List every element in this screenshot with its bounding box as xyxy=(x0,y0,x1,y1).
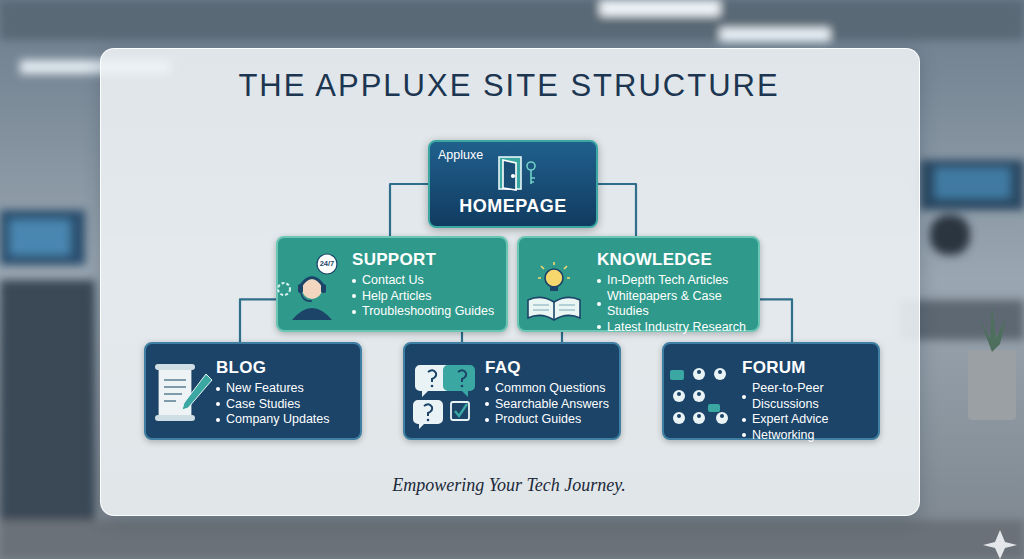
diagram-title: THE APPLUXE SITE STRUCTURE xyxy=(100,68,918,104)
bullet-dot xyxy=(597,279,601,283)
succulent-plant xyxy=(968,306,1016,420)
headset-agent-icon xyxy=(278,254,337,320)
node-heading: SUPPORT xyxy=(352,250,506,270)
bullet-dot xyxy=(742,433,746,437)
bullet-row: New Features xyxy=(216,381,360,397)
bullet-row: Company Updates xyxy=(216,412,360,428)
diagram-caption: Empowering Your Tech Journey. xyxy=(100,475,918,496)
bullet-dot xyxy=(485,387,489,391)
book-lightbulb-icon xyxy=(528,262,580,320)
bullet-row: Searchable Answers xyxy=(485,397,619,413)
node-heading: FAQ xyxy=(485,358,619,378)
node-content: KNOWLEDGE In-Depth Tech ArticlesWhitepape… xyxy=(519,238,758,330)
connector-line xyxy=(760,299,792,342)
section-box: FAQ Common QuestionsSearchable AnswersPro… xyxy=(403,342,621,440)
bullet-text: Case Studies xyxy=(226,397,300,413)
glass-panel xyxy=(100,48,920,516)
bullet-dot xyxy=(742,395,746,399)
bullet-text: In-Depth Tech Articles xyxy=(607,273,728,289)
node-heading: HOMEPAGE xyxy=(430,196,596,217)
bullet-dot xyxy=(742,418,746,422)
bullet-text: New Features xyxy=(226,381,304,397)
bullet-text: Peer-to-Peer Discussions xyxy=(752,381,878,412)
node-content: FORUM Peer-to-Peer DiscussionsExpert Advi… xyxy=(664,344,878,438)
section-box: FORUM Peer-to-Peer DiscussionsExpert Advi… xyxy=(662,342,880,440)
bullet-dot xyxy=(216,418,220,422)
connector-line xyxy=(390,184,428,236)
bullet-text: Help Articles xyxy=(362,289,431,305)
bullet-row: Networking xyxy=(742,428,878,444)
node-content: BLOG New FeaturesCase StudiesCompany Upda… xyxy=(146,344,360,438)
connector-line xyxy=(561,332,563,342)
bullet-dot xyxy=(352,310,356,314)
node-heading: KNOWLEDGE xyxy=(597,250,758,270)
bullet-row: Help Articles xyxy=(352,289,506,305)
people-network-icon xyxy=(670,368,728,424)
node-heading: BLOG xyxy=(216,358,360,378)
bullet-text: Product Guides xyxy=(495,412,581,428)
bullet-dot xyxy=(216,402,220,406)
bullet-dot xyxy=(597,302,601,306)
bullet-row: Troubleshooting Guides xyxy=(352,304,506,320)
bullet-row: Peer-to-Peer Discussions xyxy=(742,381,878,412)
section-box: BLOG New FeaturesCase StudiesCompany Upda… xyxy=(144,342,362,440)
bullet-text: Company Updates xyxy=(226,412,330,428)
bullet-row: Product Guides xyxy=(485,412,619,428)
node-heading: FORUM xyxy=(742,358,878,378)
node-content: FAQ Common QuestionsSearchable AnswersPro… xyxy=(405,344,619,438)
connector-line xyxy=(240,299,276,342)
bullet-dot xyxy=(352,279,356,283)
bullet-row: Expert Advice xyxy=(742,412,878,428)
bullet-text: Common Questions xyxy=(495,381,605,397)
bullet-row: Whitepapers & Case Studies xyxy=(597,289,758,320)
bullet-row: In-Depth Tech Articles xyxy=(597,273,758,289)
bullet-text: Contact Us xyxy=(362,273,424,289)
scroll-pencil-icon xyxy=(155,364,212,421)
bullet-dot xyxy=(485,402,489,406)
bullet-text: Whitepapers & Case Studies xyxy=(607,289,758,320)
bullet-row: Common Questions xyxy=(485,381,619,397)
connector-line xyxy=(598,184,636,236)
node-content: SUPPORT Contact UsHelp ArticlesTroublesho… xyxy=(278,238,506,330)
bullet-row: Contact Us xyxy=(352,273,506,289)
bullet-dot xyxy=(352,294,356,298)
bullet-text: Latest Industry Research xyxy=(607,320,746,336)
homepage-box: AppluxeHOMEPAGE xyxy=(428,140,598,228)
bullet-text: Searchable Answers xyxy=(495,397,609,413)
bullet-text: Troubleshooting Guides xyxy=(362,304,494,320)
bullet-text: Expert Advice xyxy=(752,412,828,428)
bullet-row: Case Studies xyxy=(216,397,360,413)
bullet-row: Latest Industry Research xyxy=(597,320,758,336)
bullet-dot xyxy=(485,418,489,422)
bullet-dot xyxy=(216,387,220,391)
connector-line xyxy=(461,332,463,342)
brand-name: Appluxe xyxy=(438,148,483,162)
question-bubbles-icon xyxy=(413,365,475,429)
section-box: SUPPORT Contact UsHelp ArticlesTroublesho… xyxy=(276,236,508,332)
bullet-dot xyxy=(597,325,601,329)
section-box: KNOWLEDGE In-Depth Tech ArticlesWhitepape… xyxy=(517,236,760,332)
sparkle-mark xyxy=(983,530,1017,559)
door-key-icon xyxy=(499,157,535,190)
bullet-text: Networking xyxy=(752,428,815,444)
